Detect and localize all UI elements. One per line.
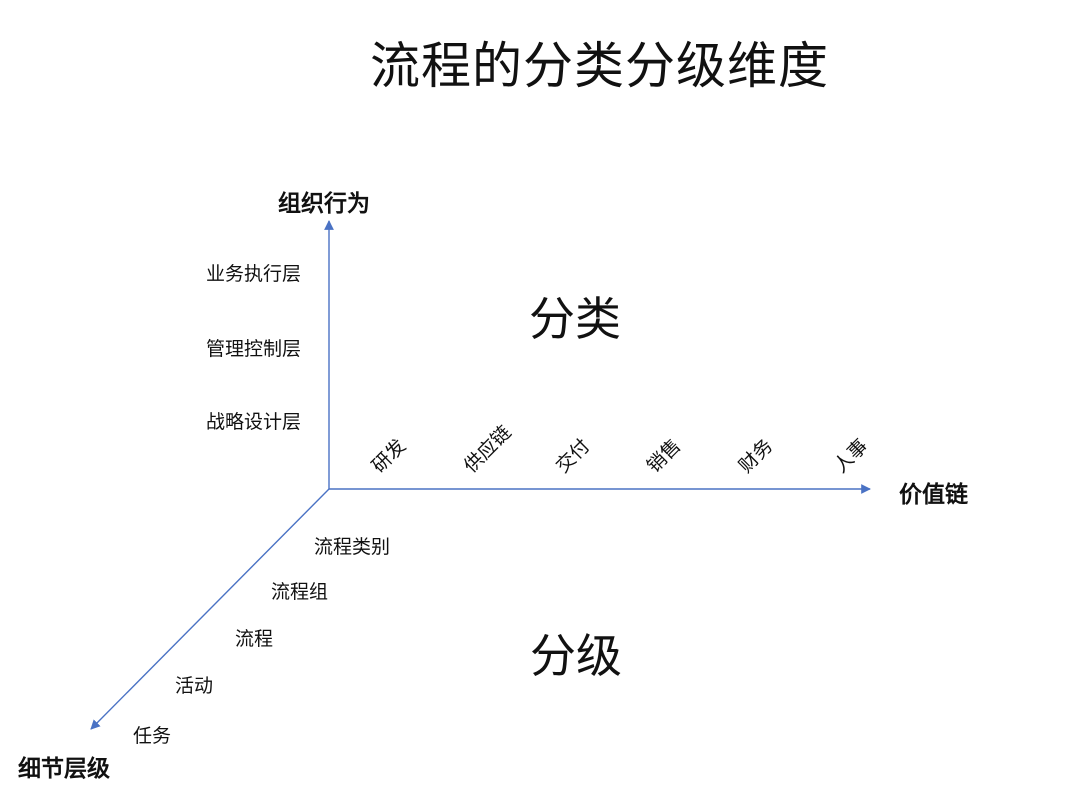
diagonal-axis-title: 细节层级 [18,756,110,782]
vertical-axis-title: 组织行为 [278,191,370,217]
classification-region-label: 分类 [529,292,621,346]
diagonal-axis-tick: 活动 [175,675,214,697]
vertical-axis-tick: 战略设计层 [206,411,302,433]
vertical-axis-tick: 管理控制层 [206,338,302,360]
diagonal-axis-tick: 流程 [235,628,274,650]
diagonal-axis-tick: 任务 [133,725,172,747]
diagonal-axis-line [90,488,330,730]
horizontal-axis-title: 价值链 [899,482,968,508]
diagonal-axis-tick: 流程类别 [314,536,391,558]
diagonal-axis-tick: 流程组 [271,581,329,603]
vertical-axis-tick: 业务执行层 [206,263,302,285]
page-title: 流程的分类分级维度 [370,37,829,95]
grading-region-label: 分级 [530,629,622,683]
